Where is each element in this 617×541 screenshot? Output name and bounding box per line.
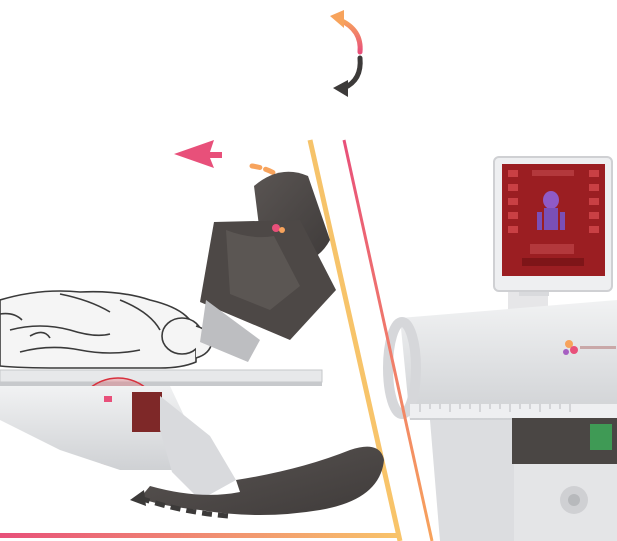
mannequin xyxy=(0,291,212,368)
c-arm-lower xyxy=(0,378,384,516)
rotate-arrow-icon xyxy=(330,10,360,97)
direction-arrow-icon xyxy=(174,140,282,178)
c-arm-detector xyxy=(200,172,336,362)
monitor xyxy=(494,157,612,296)
patient-table xyxy=(0,370,322,386)
baseline-accent xyxy=(0,533,400,538)
